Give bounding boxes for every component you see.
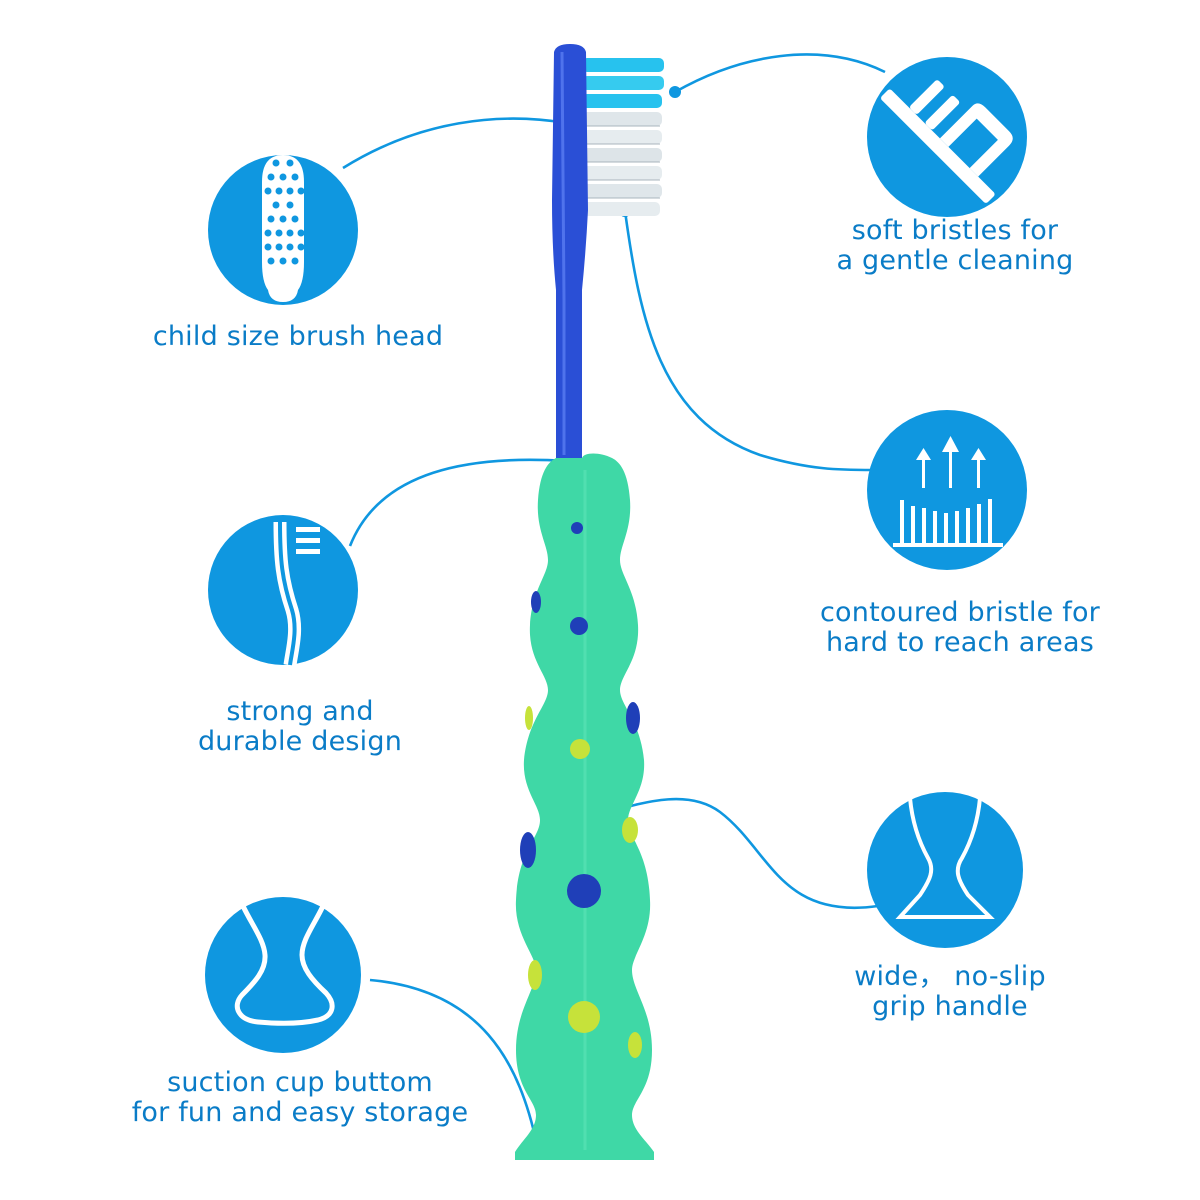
connector-brush-head: [342, 117, 567, 170]
connector-contoured: [623, 210, 874, 472]
label-line: for fun and easy storage: [131, 1097, 469, 1128]
feature-label-strong-durable-design: strong and durable design: [180, 697, 420, 757]
label-line: contoured bristle for: [820, 597, 1100, 628]
label-line: child size brush head: [152, 321, 444, 352]
brush-head-dots-icon: [208, 155, 358, 305]
brush-neck: [552, 44, 588, 460]
connector-lines: [342, 53, 886, 1151]
label-line: suction cup buttom: [167, 1067, 433, 1098]
bristles: [582, 58, 664, 216]
label-line: durable design: [197, 726, 403, 757]
connector-grip: [604, 797, 879, 909]
feature-label-soft-bristles: soft bristles for a gentle cleaning: [810, 216, 1100, 276]
feature-label-contoured-bristle: contoured bristle for hard to reach area…: [800, 598, 1120, 658]
contoured-bristle-arrows-icon: [867, 410, 1027, 570]
toothbrush-bristles-icon: [867, 57, 1027, 217]
toothbrush-image: [515, 44, 664, 1160]
label-line: strong and: [226, 696, 374, 727]
connector-suction: [369, 978, 540, 1151]
label-line: hard to reach areas: [826, 627, 1094, 658]
connector-soft-bristles: [674, 53, 886, 94]
feature-label-suction-cup-bottom: suction cup buttom for fun and easy stor…: [110, 1068, 490, 1128]
label-line: soft bristles for: [851, 215, 1059, 246]
curved-toothbrush-icon: [208, 515, 358, 666]
connector-durable: [348, 458, 567, 547]
grip-handle-icon: [867, 792, 1023, 948]
feature-label-child-size-brush-head: child size brush head: [138, 322, 458, 352]
label-line: a gentle cleaning: [836, 245, 1074, 276]
label-line: grip handle: [872, 991, 1028, 1022]
feature-label-no-slip-grip: wide， no-slip grip handle: [820, 962, 1080, 1022]
label-line: wide， no-slip: [854, 961, 1046, 992]
suction-cup-icon: [205, 897, 361, 1053]
handle-dots: [520, 522, 642, 1058]
